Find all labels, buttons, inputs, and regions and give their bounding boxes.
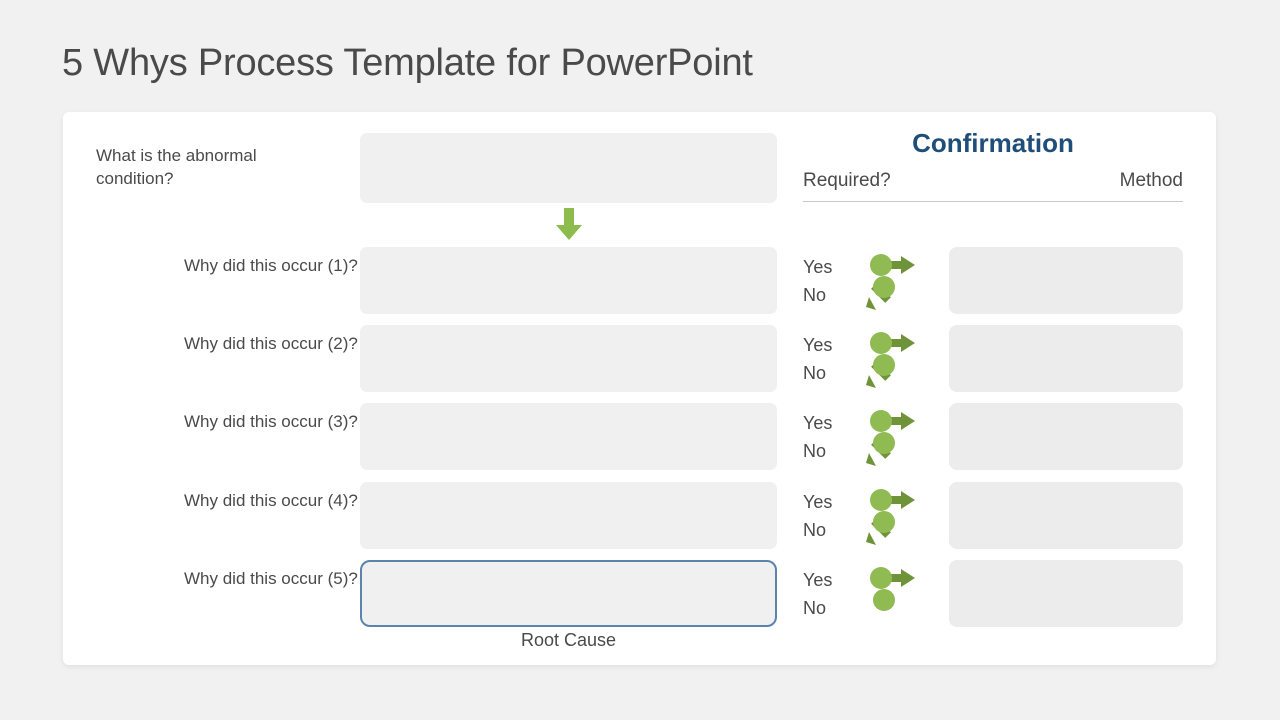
why-answer-input[interactable] [360, 325, 777, 392]
no-option[interactable]: No [803, 363, 827, 383]
yes-option[interactable]: Yes [803, 492, 833, 512]
template-card: Confirmation Required? Method What is th… [63, 112, 1216, 665]
root-cause-caption: Root Cause [520, 630, 617, 650]
required-options: Yes No [803, 409, 832, 465]
required-options: Yes No [803, 331, 832, 387]
method-input[interactable] [949, 247, 1183, 314]
abnormal-condition-label: What is the abnormal condition? [96, 146, 257, 188]
abnormal-condition-input[interactable] [360, 133, 777, 203]
circle-arrow-right-icon[interactable] [865, 409, 917, 433]
confirmation-subheader: Required? Method [803, 170, 1183, 202]
why-answer-input[interactable] [360, 482, 777, 549]
required-options: Yes No [803, 488, 832, 544]
why-label: Why did this occur (4)? [184, 491, 358, 510]
why-label: Why did this occur (1)? [184, 256, 358, 275]
circle-arrow-downleft-icon[interactable] [865, 353, 917, 389]
method-label: Method [1119, 170, 1183, 191]
circle-arrow-right-icon[interactable] [865, 488, 917, 512]
circle-arrow-downleft-icon[interactable] [865, 510, 917, 546]
circle-arrow-right-icon[interactable] [865, 253, 917, 277]
yes-option[interactable]: Yes [803, 257, 833, 277]
decision-icons [865, 249, 935, 313]
why-answer-input[interactable] [360, 403, 777, 470]
circle-arrow-right-icon[interactable] [865, 331, 917, 355]
decision-icons [865, 484, 935, 548]
decision-icons [865, 327, 935, 391]
page-title: 5 Whys Process Template for PowerPoint [62, 42, 753, 84]
why-row: Why did this occur (4)? Yes No [63, 482, 1216, 549]
why-label: Why did this occur (2)? [184, 334, 358, 353]
why-row: Why did this occur (3)? Yes No [63, 403, 1216, 470]
required-options: Yes No [803, 253, 832, 309]
arrow-down-icon [556, 208, 582, 240]
root-cause-input[interactable] [360, 560, 777, 627]
no-option[interactable]: No [803, 441, 827, 461]
yes-option[interactable]: Yes [803, 570, 833, 590]
required-label: Required? [803, 170, 891, 191]
required-options: Yes No [803, 566, 832, 622]
circle-arrow-downleft-icon[interactable] [865, 275, 917, 311]
yes-option[interactable]: Yes [803, 413, 833, 433]
why-row: Why did this occur (2)? Yes No [63, 325, 1216, 392]
confirmation-title: Confirmation [912, 128, 1074, 158]
yes-option[interactable]: Yes [803, 335, 833, 355]
no-option[interactable]: No [803, 598, 827, 618]
why-label: Why did this occur (3)? [184, 412, 358, 431]
method-input[interactable] [949, 325, 1183, 392]
method-input[interactable] [949, 403, 1183, 470]
why-answer-input[interactable] [360, 247, 777, 314]
decision-icons [865, 562, 935, 626]
why-row-root-cause: Why did this occur (5)? Yes No [63, 560, 1216, 627]
no-option[interactable]: No [803, 520, 827, 540]
why-label: Why did this occur (5)? [184, 569, 358, 588]
method-input[interactable] [949, 482, 1183, 549]
circle-arrow-right-icon[interactable] [865, 566, 917, 590]
circle-arrow-downleft-icon[interactable] [865, 431, 917, 467]
no-option[interactable]: No [803, 285, 827, 305]
circle-plain-icon[interactable] [865, 588, 917, 624]
why-row: Why did this occur (1)? Yes No [63, 247, 1216, 314]
method-input[interactable] [949, 560, 1183, 627]
decision-icons [865, 405, 935, 469]
